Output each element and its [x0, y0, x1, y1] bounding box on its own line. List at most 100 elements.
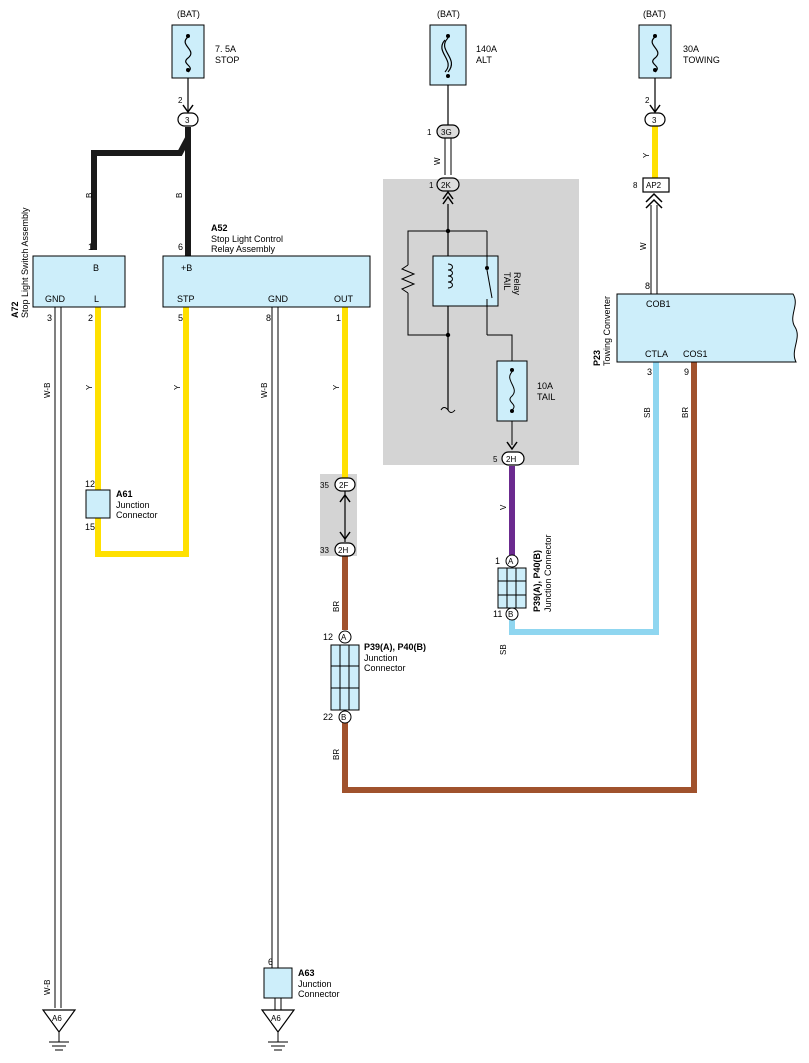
svg-text:9: 9	[684, 367, 689, 377]
svg-text:B: B	[85, 193, 94, 198]
a61-junction-connector: 12 15 A61 Junction Connector	[85, 479, 158, 532]
svg-text:5: 5	[493, 455, 498, 464]
svg-text:Y: Y	[173, 384, 182, 390]
wire-w-alt	[444, 138, 452, 175]
svg-text:33: 33	[320, 546, 329, 555]
towing-source: (BAT)	[643, 9, 666, 19]
svg-text:A: A	[341, 633, 347, 642]
svg-text:A6: A6	[52, 1014, 62, 1023]
svg-text:12: 12	[85, 479, 95, 489]
svg-text:B: B	[508, 610, 513, 619]
svg-text:1: 1	[495, 556, 500, 566]
svg-text:Connector: Connector	[116, 510, 158, 520]
stop-source: (BAT)	[177, 9, 200, 19]
svg-text:3: 3	[185, 116, 190, 125]
svg-text:35: 35	[320, 481, 329, 490]
svg-text:P39(A), P40(B): P39(A), P40(B)	[532, 550, 542, 612]
a63-junction-connector: 6 A63 Junction Connector	[263, 957, 340, 999]
svg-text:6: 6	[268, 957, 273, 967]
svg-text:3: 3	[647, 367, 652, 377]
svg-text:TAIL: TAIL	[502, 272, 512, 290]
wire-wb-a72	[54, 307, 62, 1008]
p23-towing-converter: COB1 8 CTLA COS1 3 9	[616, 281, 798, 377]
stop-name: STOP	[215, 55, 239, 65]
svg-text:1: 1	[336, 313, 341, 323]
svg-text:3G: 3G	[441, 128, 452, 137]
svg-text:5: 5	[178, 313, 183, 323]
svg-text:1: 1	[88, 242, 93, 252]
svg-text:Connector: Connector	[298, 989, 340, 999]
wire-b-a72	[91, 127, 191, 250]
svg-text:V: V	[499, 504, 508, 510]
wire-wb-a52	[271, 307, 279, 968]
a52-name-line1: Stop Light Control	[211, 234, 283, 244]
jc-left-p39-p40: A 12 B 22 P39(A), P40(B) Junction Connec…	[323, 630, 426, 724]
svg-text:COS1: COS1	[683, 349, 708, 359]
svg-text:STP: STP	[177, 294, 195, 304]
svg-text:Junction: Junction	[116, 500, 150, 510]
wire-y-a61-a52	[95, 307, 189, 557]
svg-text:Connector: Connector	[364, 663, 406, 673]
fuse-towing	[638, 24, 672, 79]
fuse-alt	[429, 24, 467, 86]
svg-text:8: 8	[266, 313, 271, 323]
connector-alt-3g: 3G 1	[427, 124, 460, 139]
svg-text:6: 6	[178, 242, 183, 252]
svg-text:A61: A61	[116, 489, 133, 499]
svg-text:22: 22	[323, 712, 333, 722]
svg-text:15: 15	[85, 522, 95, 532]
p23-code: P23	[592, 350, 602, 366]
svg-text:W-B: W-B	[260, 383, 269, 398]
fuse-stop	[171, 24, 205, 79]
svg-text:SB: SB	[499, 644, 508, 655]
svg-text:Y: Y	[85, 384, 94, 390]
svg-text:1: 1	[429, 181, 434, 190]
svg-text:B: B	[341, 713, 346, 722]
svg-text:BR: BR	[681, 407, 690, 418]
svg-text:10A: 10A	[537, 381, 553, 391]
svg-text:1: 1	[427, 128, 432, 137]
svg-text:AP2: AP2	[646, 181, 662, 190]
wire-wb-a63-down	[274, 998, 282, 1010]
svg-text:SB: SB	[643, 407, 652, 418]
svg-text:11: 11	[493, 609, 502, 619]
towing-name: TOWING	[683, 55, 720, 65]
svg-text:2K: 2K	[441, 181, 451, 190]
svg-text:W-B: W-B	[43, 383, 52, 398]
svg-text:12: 12	[323, 632, 333, 642]
svg-text:P39(A), P40(B): P39(A), P40(B)	[364, 642, 426, 652]
svg-text:W: W	[639, 242, 648, 250]
a52-relay-assembly: +B 6 STP GND OUT 5 8 1	[162, 242, 371, 323]
svg-text:GND: GND	[268, 294, 289, 304]
a72-name: Stop Light Switch Assembly	[20, 207, 30, 318]
connector-towing-3: 3 2	[644, 96, 666, 127]
svg-text:BR: BR	[332, 749, 341, 760]
svg-text:Y: Y	[332, 384, 341, 390]
svg-text:2: 2	[178, 96, 183, 105]
svg-text:2: 2	[645, 96, 650, 105]
ap2-connector: AP2 8	[633, 177, 670, 209]
a52-name-line2: Relay Assembly	[211, 244, 276, 254]
a52-code: A52	[211, 223, 228, 233]
svg-text:GND: GND	[45, 294, 66, 304]
svg-text:BR: BR	[332, 601, 341, 612]
wire-w-ap2	[650, 205, 658, 294]
svg-text:8: 8	[645, 281, 650, 291]
svg-text:W-B: W-B	[43, 980, 52, 995]
svg-text:B: B	[175, 193, 184, 198]
wire-color-labels: B B Y Y Y Y W-B W-B W-B W W BR BR BR V S…	[43, 152, 690, 995]
stop-rating: 7. 5A	[215, 44, 236, 54]
svg-text:B: B	[93, 263, 99, 273]
jc-right-p39-p40: A 1 B 11 P39(A), P40(B) Junction Connect…	[493, 534, 553, 621]
svg-text:Junction: Junction	[364, 653, 398, 663]
svg-text:W: W	[433, 157, 442, 165]
relay-block-shade	[383, 179, 579, 465]
svg-text:Y: Y	[642, 152, 651, 158]
alt-source: (BAT)	[437, 9, 460, 19]
svg-text:A: A	[508, 557, 514, 566]
svg-text:Relay: Relay	[512, 272, 522, 296]
svg-text:OUT: OUT	[334, 294, 354, 304]
inline-connector-2f-2h: 2F 35 2H 33	[320, 477, 356, 557]
svg-text:2H: 2H	[506, 455, 516, 464]
